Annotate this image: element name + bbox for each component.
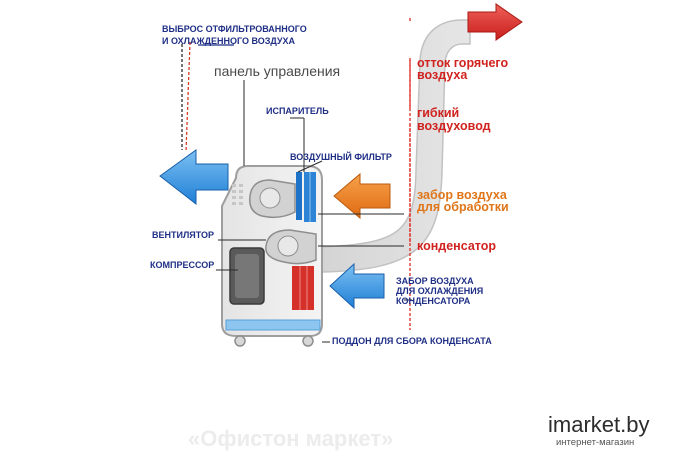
- label-exhaust-filtered: ВЫБРОС ОТФИЛЬТРОВАННОГО И ОХЛАЖДЕННОГО В…: [162, 24, 307, 46]
- arrow-intake-cooling: [329, 262, 385, 310]
- wheel-left: [234, 335, 246, 347]
- svg-text:ВЫБРОС ОТФИЛЬТРОВАННОГО: ВЫБРОС ОТФИЛЬТРОВАННОГО: [162, 24, 307, 34]
- label-control-panel: панель управления: [214, 63, 340, 79]
- svg-text:гибкий: гибкий: [417, 106, 459, 120]
- label-drain-tray: ПОДДОН ДЛЯ СБОРА КОНДЕНСАТА: [332, 336, 492, 346]
- label-hot-air-out: отток горячего воздуха: [417, 56, 508, 82]
- unit-vents: [232, 184, 243, 205]
- svg-text:воздуха: воздуха: [417, 68, 468, 82]
- label-condenser: конденсатор: [417, 239, 496, 253]
- watermark-logo-subtitle: интернет-магазин: [556, 437, 634, 448]
- svg-text:забор воздуха: забор воздуха: [417, 188, 508, 202]
- pointer-lines: [216, 80, 412, 343]
- drain-tray: [225, 319, 321, 331]
- flexible-duct: [319, 19, 471, 273]
- label-intake-processing: забор воздуха для обработки: [417, 188, 509, 214]
- label-compressor: КОМПРЕССОР: [150, 260, 214, 270]
- svg-text:ЗАБОР ВОЗДУХА: ЗАБОР ВОЗДУХА: [396, 276, 474, 286]
- label-air-filter: ВОЗДУШНЫЙ ФИЛЬТР: [290, 151, 392, 162]
- label-fan: ВЕНТИЛЯТОР: [152, 230, 214, 240]
- arrow-cool-air-out: [159, 149, 229, 206]
- svg-text:И ОХЛАЖДЕННОГО ВОЗДУХА: И ОХЛАЖДЕННОГО ВОЗДУХА: [162, 36, 296, 46]
- svg-text:воздуховод: воздуховод: [417, 119, 491, 133]
- label-flexible-duct: гибкий воздуховод: [417, 106, 491, 133]
- label-evaporator: ИСПАРИТЕЛЬ: [266, 106, 329, 116]
- air-filter: [296, 172, 302, 220]
- svg-text:для обработки: для обработки: [417, 200, 509, 214]
- svg-text:КОНДЕНСАТОРА: КОНДЕНСАТОРА: [396, 296, 471, 306]
- leader-lines: [181, 18, 411, 330]
- svg-text:отток горячего: отток горячего: [417, 56, 508, 70]
- wheel-right: [302, 335, 314, 347]
- watermark-logo: imarket.by: [548, 412, 649, 437]
- arrow-intake-processing: [333, 172, 391, 220]
- svg-text:ДЛЯ ОХЛАЖДЕНИЯ: ДЛЯ ОХЛАЖДЕНИЯ: [396, 286, 483, 296]
- arrow-hot-air-out: [467, 3, 523, 41]
- watermark-shop-name: «Офистон маркет»: [188, 426, 393, 451]
- label-intake-cooling: ЗАБОР ВОЗДУХА ДЛЯ ОХЛАЖДЕНИЯ КОНДЕНСАТОР…: [396, 276, 483, 306]
- condenser: [292, 266, 314, 310]
